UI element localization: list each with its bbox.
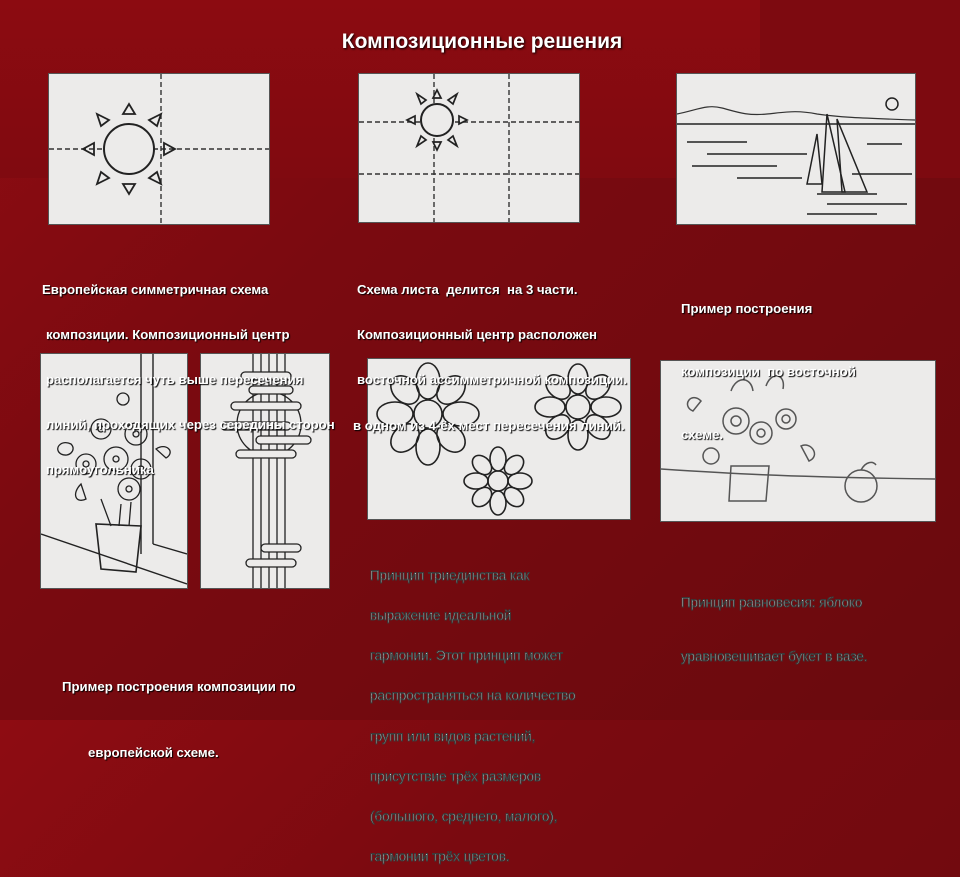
caption-line: линий, проходящих через середины сторон — [46, 417, 335, 432]
caption-line: Пример построения — [681, 301, 813, 316]
caption-balance-principle: Принцип равновесия: яблоко уравновешивае… — [681, 558, 868, 684]
caption-trinity-principle: Принцип триединства как выражение идеаль… — [370, 542, 576, 877]
slide-title: Композиционные решения — [341, 30, 623, 53]
caption-line: выражение идеальной — [370, 608, 512, 624]
symmetric-scheme-illustration — [48, 73, 270, 225]
caption-line: европейской схеме. — [88, 745, 219, 760]
caption-line: Композиционный центр расположен — [357, 327, 597, 342]
caption-line: располагается чуть выше пересечения — [46, 372, 304, 387]
caption-line: Принцип триединства как — [370, 567, 530, 583]
caption-line: распространяться на количество — [370, 688, 576, 704]
caption-line: Принцип равновесия: яблоко — [681, 595, 863, 611]
caption-sheet-three-parts: Схема листа делится на 3 части. Композиц… — [353, 252, 627, 448]
vase-bouquet-illustration — [40, 353, 188, 589]
vertical-lines-sketch — [200, 353, 330, 589]
caption-line: гармонии. Этот принцип может — [370, 648, 564, 664]
caption-line: прямоугольника — [46, 462, 154, 477]
caption-line: присутствие трёх размеров — [370, 768, 542, 784]
caption-line: композиции по восточной — [681, 364, 856, 379]
caption-line: в одном из 4-ёх мест пересечения линий. — [353, 418, 625, 433]
three-flowers-illustration — [367, 358, 631, 520]
caption-line: Европейская симметричная схема — [42, 282, 269, 297]
caption-line: групп или видов растений, — [370, 728, 536, 744]
caption-line: (большого, среднего, малого), — [370, 809, 558, 825]
caption-eastern-example: Пример построения композиции по восточно… — [681, 256, 856, 466]
caption-european-symmetric: Европейская симметричная схема композици… — [42, 252, 335, 492]
caption-line: схеме. — [681, 427, 724, 442]
balance-still-life-illustration — [660, 360, 936, 522]
caption-line: уравновешивает букет в вазе. — [681, 649, 868, 665]
caption-line: гармонии трёх цветов. — [370, 849, 510, 865]
caption-line: Схема листа делится на 3 части. — [357, 282, 578, 297]
caption-line: Пример построения композиции по — [62, 679, 296, 694]
asymmetric-scheme-illustration — [358, 73, 580, 223]
caption-european-example: Пример построения композиции по европейс… — [62, 632, 296, 786]
eastern-landscape-illustration — [676, 73, 916, 225]
caption-line: восточной ассимметричной композиции. — [357, 372, 628, 387]
caption-line: композиции. Композиционный центр — [46, 327, 290, 342]
